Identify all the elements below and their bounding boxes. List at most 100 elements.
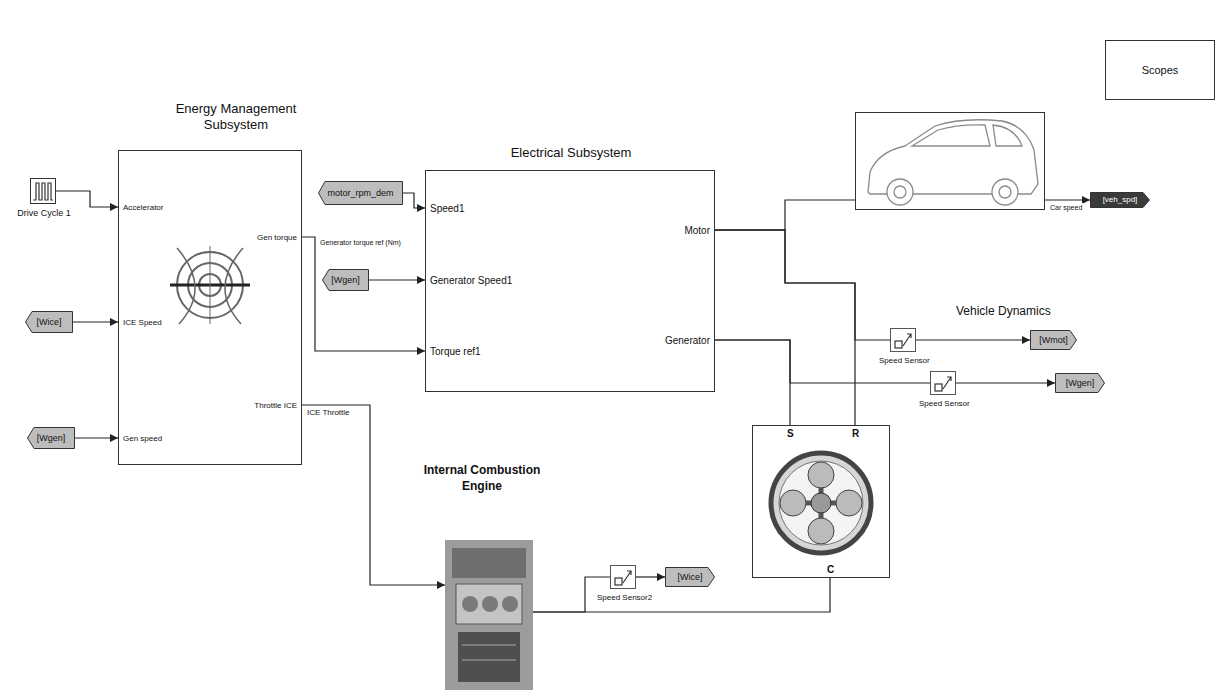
car-wheel — [992, 179, 1018, 205]
ems-icon — [170, 246, 250, 324]
signal-line — [715, 340, 790, 425]
goto-tag: [Wmot] — [1030, 330, 1077, 350]
block-name: [Wgen] — [331, 274, 360, 286]
car-window — [993, 125, 1022, 146]
pulse-icon — [33, 183, 53, 200]
engine-photo — [445, 540, 533, 690]
sensor-port — [895, 341, 902, 348]
source-block: Drive Cycle 1 — [30, 178, 56, 204]
block-name: Speed Sensor — [919, 398, 969, 410]
engine-part — [482, 596, 498, 612]
port-label: ICE Speed — [123, 317, 162, 329]
block-name: Speed Sensor2 — [597, 592, 651, 604]
from-tag: [Wgen] — [27, 427, 75, 449]
block-name: [Wgen] — [1066, 377, 1095, 389]
car-picture — [868, 120, 1038, 205]
subsystem-block: Electrical SubsystemSpeed1Generator Spee… — [425, 170, 715, 392]
tag-outline — [666, 568, 715, 587]
block-name: Electrical Subsystem — [471, 145, 671, 161]
block-name: [Wice] — [36, 316, 61, 328]
tag-outline — [1056, 374, 1105, 393]
signal-line — [75, 437, 118, 438]
sensor-port — [935, 384, 942, 391]
icon-curve — [177, 248, 195, 324]
car-hub — [894, 186, 906, 198]
engine-block: Internal Combustion Engine — [445, 540, 533, 690]
port-label: Motor — [684, 225, 710, 237]
planetary-gear-block: SRC — [752, 425, 890, 578]
goto-tag: [Wice] — [665, 567, 715, 587]
signal-line — [636, 576, 665, 577]
port-label: C — [827, 564, 834, 576]
signal-line — [715, 230, 890, 340]
block-name: Vehicle Dynamics — [956, 305, 1051, 317]
speed-sensor: Speed Sensor2 — [610, 565, 636, 589]
signal-line — [956, 382, 1055, 383]
line-label: Car speed — [1049, 203, 1083, 213]
signal-line — [73, 321, 118, 322]
port-label: R — [852, 428, 859, 440]
signal-line — [302, 237, 425, 351]
speed-sensor: Speed Sensor — [930, 371, 956, 395]
block-name: Energy Management Subsystem — [161, 101, 311, 133]
planet-gear — [836, 490, 862, 516]
tag-outline — [28, 428, 75, 449]
engine-detail — [462, 660, 516, 661]
block-name: [Wgen] — [37, 432, 66, 444]
port-label: Throttle ICE — [254, 400, 297, 412]
signal-line — [403, 193, 425, 208]
engine-cover — [452, 548, 526, 578]
signal-line — [369, 279, 425, 280]
sensor-needle — [943, 377, 951, 389]
speed-sensor: Speed Sensor — [890, 328, 916, 352]
engine-detail — [462, 645, 516, 646]
tag-outline — [1091, 193, 1150, 208]
port-label: Generator Speed1 — [430, 275, 512, 287]
planet-gear — [808, 462, 834, 488]
block-name: motor_rpm_dem — [327, 187, 393, 199]
ring-inner — [779, 461, 863, 545]
tag-outline — [323, 270, 369, 291]
from-tag: motor_rpm_dem — [318, 181, 403, 205]
port-label: Generator — [665, 335, 710, 347]
port-label: Speed1 — [430, 203, 464, 215]
vehicle-block: Vehicle Dynamics — [855, 112, 1045, 210]
block-name: [veh_spd] — [1103, 194, 1138, 206]
goto-tag: [Wgen] — [1055, 373, 1105, 393]
sensor-needle — [623, 571, 631, 583]
block-name: [Wmot] — [1039, 334, 1068, 346]
planet-gear — [808, 518, 834, 544]
block-name: Drive Cycle 1 — [11, 207, 77, 219]
sensor-needle — [903, 334, 911, 346]
signal-line — [916, 339, 1030, 340]
port-label: Gen speed — [123, 433, 162, 445]
signal-line — [302, 405, 445, 585]
sun-gear — [811, 493, 831, 513]
signal-line — [715, 340, 930, 383]
tag-outline — [26, 312, 73, 333]
engine-picture — [445, 540, 533, 690]
port-label: Torque ref1 — [430, 346, 481, 358]
sensor-port — [615, 578, 622, 585]
signal-line — [715, 200, 855, 230]
planet-gear — [780, 490, 806, 516]
port-label: Gen torque — [257, 232, 297, 244]
signal-line — [56, 191, 118, 207]
engine-block — [456, 584, 522, 624]
subsystem-block: Energy Management SubsystemAcceleratorIC… — [118, 150, 302, 465]
block-name: Speed Sensor — [879, 355, 929, 367]
sensor-icons — [615, 334, 951, 585]
tag-outline — [1031, 331, 1077, 350]
line-label: ICE Throttle — [306, 408, 351, 418]
car-window — [912, 125, 990, 146]
engine-base — [458, 632, 520, 682]
icon-axis — [210, 246, 211, 324]
from-tag: [Wice] — [25, 311, 73, 333]
from-tag: [Wgen] — [322, 269, 369, 291]
scope-block: Scopes — [1105, 40, 1215, 100]
tag-outline — [319, 182, 403, 205]
block-name: Internal Combustion Engine — [417, 462, 547, 494]
car-wheel — [887, 179, 913, 205]
ring-gear — [771, 453, 871, 553]
